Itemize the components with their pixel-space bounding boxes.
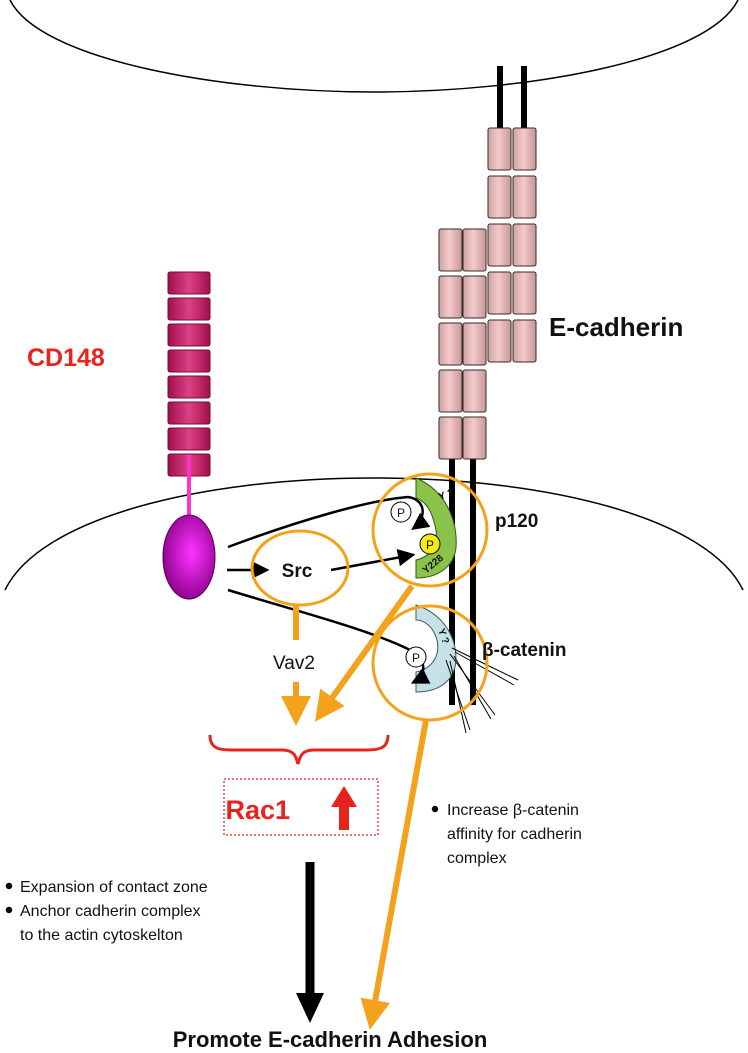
cadherin-domain [512,319,537,363]
cadherin-domain [462,369,487,413]
note-increase-line2: affinity for cadherin [447,826,582,843]
cadherin-domain [487,127,512,171]
cd148-receptor [167,271,211,477]
cadherin-domain [512,223,537,267]
rac1-box [223,778,379,836]
beta-catenin-label: β-catenin [482,640,566,661]
note-increase-line3: complex [447,850,507,867]
beta-catenin-y-unknown-label: Y ? [435,627,451,645]
cd148-domain [167,427,211,451]
p120-label: p120 [495,511,538,532]
cd148-domain [167,271,211,295]
p120-phospho-y228-label: P [426,538,434,552]
p120-phospho-y228 [419,533,441,555]
note-bullet-expansion [5,882,13,890]
cd148-domain [167,349,211,373]
upper-cell-membrane [9,0,739,93]
p120-y-unknown-label: Y ? [437,487,455,503]
cd148-phosphatase-domain [162,514,216,600]
beta-catenin-phospho [405,646,427,668]
cd148-domain [167,401,211,425]
cd148-domain [167,297,211,321]
beta-catenin-to-adhesion-arrow [360,719,429,1030]
src-circle [250,529,350,607]
note-bullet-increase [431,805,439,813]
note-bullet-anchor [5,906,13,914]
actin-filaments [445,647,519,734]
cadherin-domain [438,416,463,460]
cd148-to-beta-catenin-arrow [227,588,431,684]
cd148-to-p120-arrow [227,495,431,549]
e-cadherin-label: E-cadherin [549,312,683,342]
beta-catenin-phospho-label: P [412,651,420,665]
cadherin-domain [462,416,487,460]
cadherin-domain [462,228,487,272]
cadherin-domain [462,275,487,319]
src-label: Src [282,561,313,582]
note-anchor-line1: Anchor cadherin complex [20,903,201,920]
cadherin-domain [512,271,537,315]
src-to-p120-arrow [330,548,416,572]
promote-adhesion-label: Promote E-cadherin Adhesion [173,1027,488,1052]
cd148-domain [167,375,211,399]
cadherin-domain [512,127,537,171]
p120-shape [415,477,457,579]
p120-circle [371,472,489,588]
cadherin-domain [438,322,463,366]
cadherin-domain [487,319,512,363]
rac1-to-adhesion-arrowhead [296,993,324,1023]
rac1-up-arrow [331,786,357,830]
e-cadherin-domains [438,127,537,460]
note-increase-line1: Increase β-catenin [447,802,579,819]
cadherin-domain [462,322,487,366]
rac1-brace [208,734,390,765]
p120-phospho-unknown-label: P [397,506,405,520]
cadherin-domain [438,369,463,413]
lower-cell-membrane [4,477,744,591]
cadherin-domain [487,175,512,219]
cadherin-domain [487,271,512,315]
note-expansion: Expansion of contact zone [20,879,208,896]
cadherin-domain [512,175,537,219]
cd148-domain [167,323,211,347]
rac1-label: Rac1 [225,795,290,825]
note-anchor-line2: to the actin cytoskelton [20,927,183,944]
beta-catenin-circle [371,604,489,722]
cadherin-domain [487,223,512,267]
vav2-label: Vav2 [273,653,315,674]
cd148-label: CD148 [27,344,105,372]
p120-phospho-unknown [390,501,412,523]
cadherin-domain [438,228,463,272]
cadherin-domain [438,275,463,319]
p120-to-rac1-arrow [315,584,415,722]
orange-highlights [250,472,489,722]
